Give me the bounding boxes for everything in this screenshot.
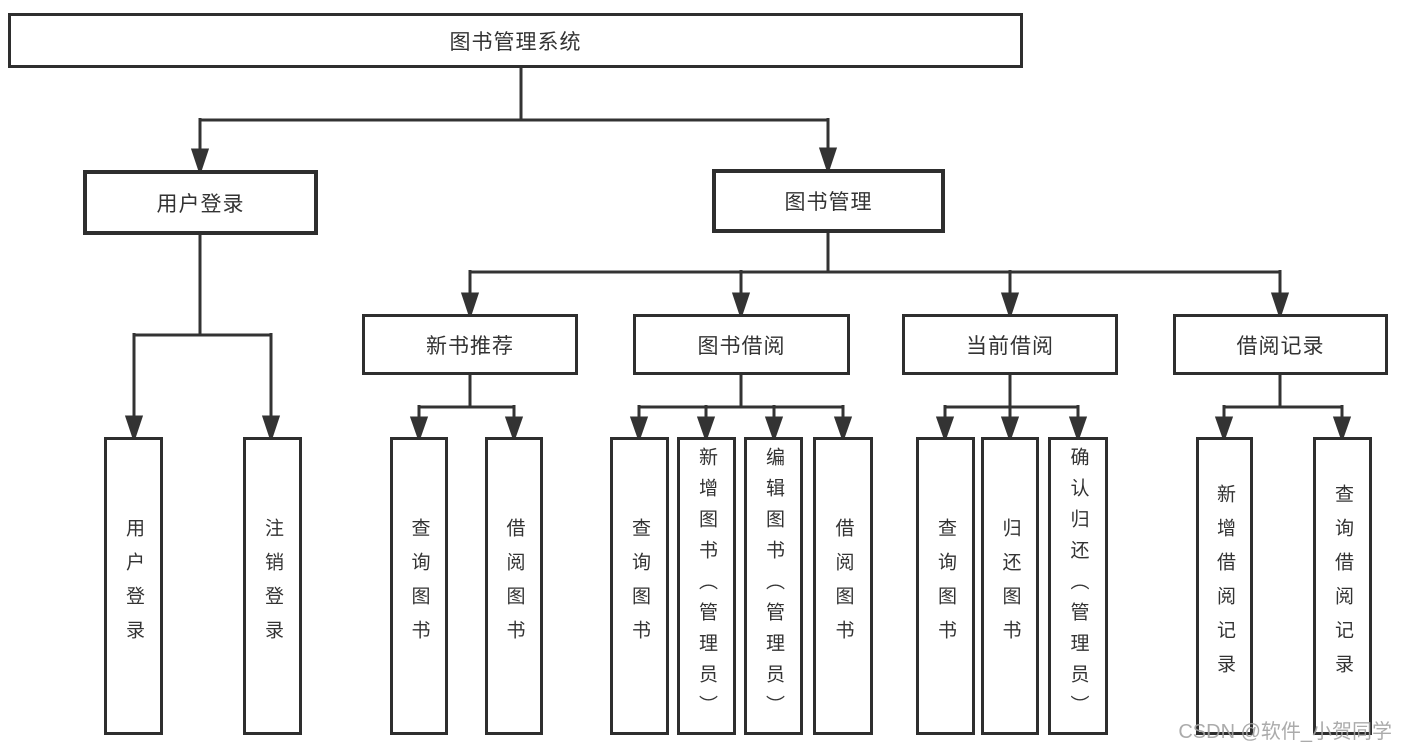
node-label: 用户登录 <box>123 518 144 654</box>
node-label: 当前借阅 <box>966 334 1054 358</box>
node-label: 注销登录 <box>262 518 283 654</box>
node-label: 归还图书 <box>999 518 1021 654</box>
node-label: 查询图书 <box>408 518 430 654</box>
node-current-borrow: 当前借阅 <box>902 314 1118 375</box>
leaf-borrow-book: 借阅图书 <box>813 437 873 735</box>
leaf-return-book: 归还图书 <box>981 437 1039 735</box>
node-label: 用户登录 <box>156 192 245 216</box>
node-label: 新增图书（管理员） <box>696 446 717 726</box>
leaf-user-login: 用户登录 <box>104 437 163 735</box>
node-label: 图书管理系统 <box>449 30 582 54</box>
node-borrow-record: 借阅记录 <box>1173 314 1388 375</box>
leaf-borrow-query-book: 查询图书 <box>610 437 669 735</box>
node-new-book-recommend: 新书推荐 <box>362 314 578 375</box>
node-label: 编辑图书（管理员） <box>763 446 784 726</box>
node-label: 图书借阅 <box>697 334 786 358</box>
leaf-query-borrow-record: 查询借阅记录 <box>1313 437 1372 735</box>
leaf-add-borrow-record: 新增借阅记录 <box>1196 437 1253 735</box>
node-label: 查询借阅记录 <box>1332 484 1353 688</box>
leaf-confirm-return-admin: 确认归还（管理员） <box>1048 437 1108 735</box>
leaf-recommend-query-book: 查询图书 <box>390 437 448 735</box>
leaf-add-book-admin: 新增图书（管理员） <box>677 437 736 735</box>
connector-current-borrow <box>935 375 1088 443</box>
connector-user-login <box>124 235 281 443</box>
connector-root <box>190 66 838 176</box>
node-label: 确认归还（管理员） <box>1067 446 1089 726</box>
leaf-current-query-book: 查询图书 <box>916 437 975 735</box>
node-label: 借阅图书 <box>832 518 854 654</box>
leaf-recommend-borrow-book: 借阅图书 <box>485 437 543 735</box>
node-label: 查询图书 <box>935 518 956 654</box>
node-label: 图书管理 <box>784 191 873 214</box>
node-user-login: 用户登录 <box>83 170 318 235</box>
connector-new-book <box>409 375 524 443</box>
node-label: 借阅图书 <box>503 518 525 654</box>
leaf-edit-book-admin: 编辑图书（管理员） <box>744 437 803 735</box>
node-library-management-system: 图书管理系统 <box>8 13 1023 68</box>
connector-borrow-record <box>1214 375 1352 443</box>
node-label: 新书推荐 <box>426 334 514 358</box>
node-book-management: 图书管理 <box>712 169 945 233</box>
node-book-borrow: 图书借阅 <box>633 314 850 375</box>
connector-book-management <box>460 233 1290 320</box>
node-label: 查询图书 <box>629 518 650 654</box>
node-label: 借阅记录 <box>1236 334 1325 358</box>
leaf-logout: 注销登录 <box>243 437 302 735</box>
csdn-watermark: CSDN @软件_小贺同学 <box>1178 721 1392 743</box>
connector-book-borrow <box>629 375 853 443</box>
node-label: 新增借阅记录 <box>1214 484 1235 688</box>
